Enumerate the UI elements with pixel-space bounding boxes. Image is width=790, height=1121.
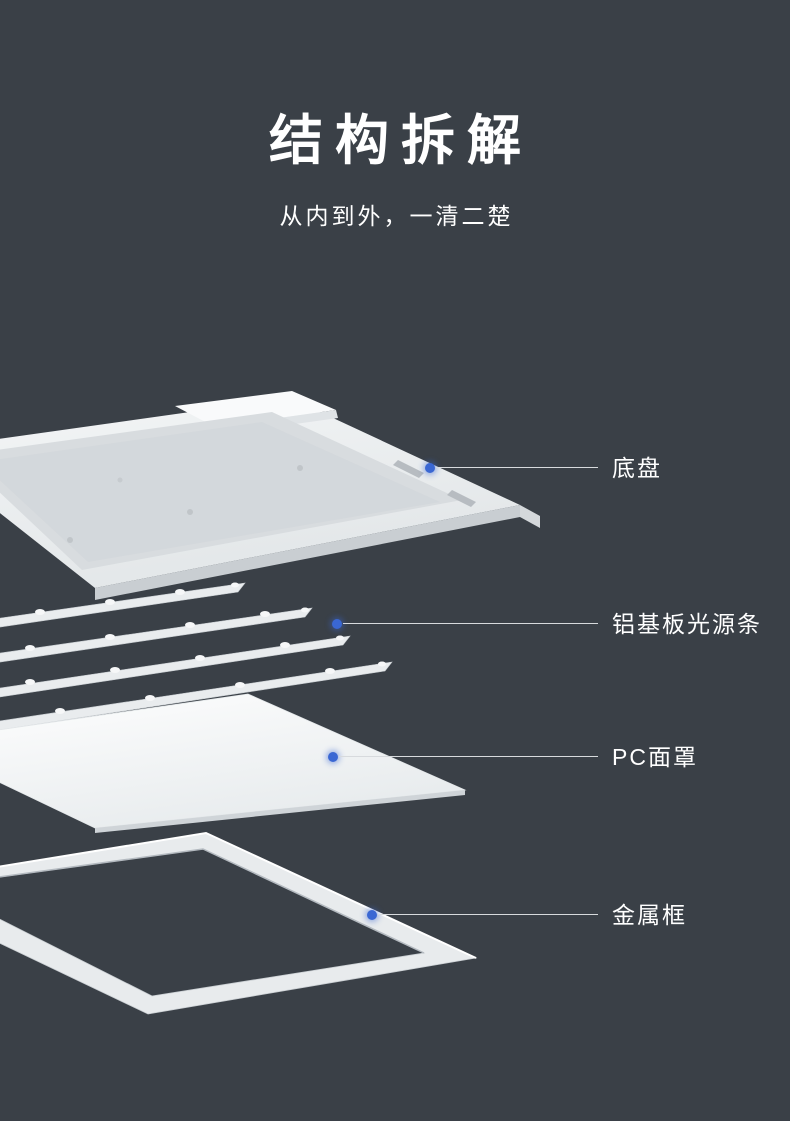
connector-line	[436, 467, 598, 468]
connector-dot	[332, 619, 342, 629]
part-label: 金属框	[612, 902, 687, 928]
connector-line	[378, 914, 598, 915]
connector-dot	[367, 910, 377, 920]
connector-dot	[328, 752, 338, 762]
led-strips-part	[0, 582, 393, 731]
part-label: 底盘	[612, 455, 662, 481]
led-strip	[0, 661, 393, 731]
led-strip	[0, 635, 351, 698]
connector-dot	[425, 463, 435, 473]
connector-line	[343, 623, 598, 624]
part-label: PC面罩	[612, 744, 698, 770]
connector-line	[339, 756, 598, 757]
page-title: 结构拆解	[269, 108, 533, 172]
exploded-view-illustration	[0, 391, 540, 1015]
led-strip	[0, 582, 246, 628]
chassis-part	[0, 391, 540, 600]
led-strip	[0, 607, 313, 663]
pc-cover-part	[0, 693, 467, 833]
metal-frame-part	[0, 831, 478, 1015]
part-label: 铝基板光源条	[612, 611, 762, 637]
page-subtitle: 从内到外，一清二楚	[279, 204, 514, 230]
